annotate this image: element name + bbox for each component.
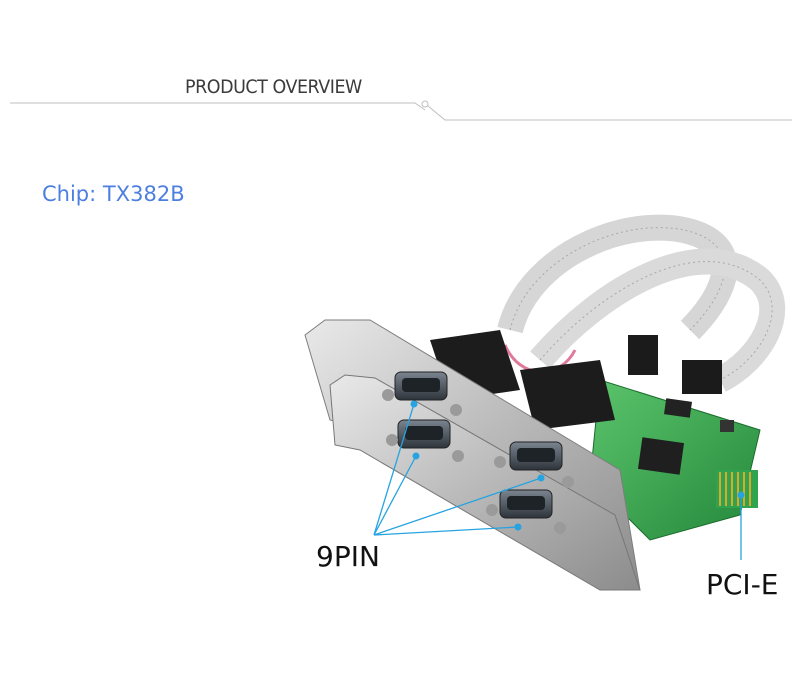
callout-line-pcie bbox=[737, 491, 745, 560]
page-title: PRODUCT OVERVIEW bbox=[185, 76, 362, 98]
serial-port-label: 9PIN bbox=[316, 540, 380, 573]
pcie-label: PCI-E bbox=[706, 568, 779, 601]
pcie-serial-card-image bbox=[304, 214, 786, 591]
divider-line bbox=[10, 100, 792, 121]
chip-spec: Chip: TX382B bbox=[42, 182, 185, 206]
chip-value: TX382B bbox=[102, 182, 185, 206]
chip-label: Chip: bbox=[42, 182, 97, 206]
callout-lines-9pin bbox=[373, 403, 542, 536]
